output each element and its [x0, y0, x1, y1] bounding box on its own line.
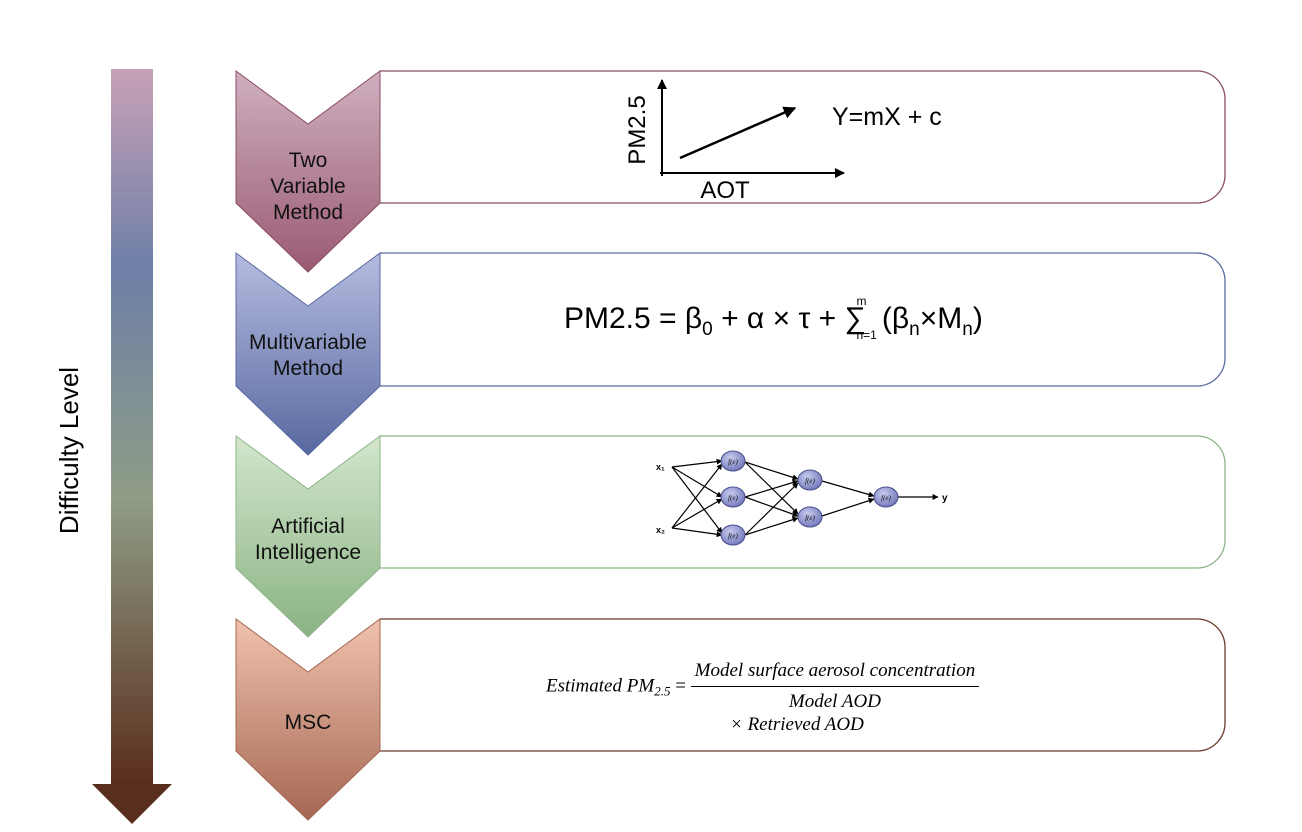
stage-label-line: Variable [270, 175, 346, 198]
nn-output-y: y [942, 493, 948, 504]
nn-node-label: f(e) [728, 494, 738, 502]
nn-node-label: f(e) [805, 477, 815, 485]
msc-times-line: × Retrieved AOD [730, 714, 864, 736]
nn-node [720, 486, 746, 508]
msc-times-text: × Retrieved AOD [730, 714, 864, 735]
nn-node [720, 450, 746, 472]
neural-network [671, 458, 939, 538]
stage-label-two-variable: Two Variable Method [234, 148, 382, 226]
sum-bottom: n=1 [856, 328, 877, 342]
stage-chevron-multivariable [235, 252, 381, 456]
difficulty-level-text: Difficulty Level [54, 366, 85, 534]
stage-chevron-msc [235, 618, 381, 821]
term-times: ×M [919, 302, 963, 335]
stage-box-msc [380, 618, 1226, 752]
mini-chart-trend-line [679, 106, 797, 160]
stage-label-line: Artificial [271, 515, 345, 538]
msc-lhs-sub: 2.5 [654, 683, 671, 699]
summation: ∑m n=1 [844, 294, 877, 342]
msc-denominator: Model AOD [788, 691, 881, 712]
nn-input-x1: x₁ [656, 462, 665, 472]
formula-sub0: 0 [702, 319, 713, 340]
term-close: ) [972, 302, 983, 335]
stage-label-line: Method [272, 201, 344, 224]
nn-node [797, 469, 823, 491]
sum-symbol: ∑ [844, 302, 866, 335]
nn-node-label: f(e) [728, 458, 738, 466]
nn-node-label: f(e) [881, 494, 891, 502]
stage-label-line: Multivariable [249, 331, 367, 354]
msc-formula: Estimated PM2.5 = Model surface aerosol … [546, 660, 980, 713]
stage-label-line: Intelligence [254, 541, 362, 564]
stage-label-msc: MSC [234, 710, 382, 736]
stage-label-ai: Artificial Intelligence [234, 514, 382, 566]
stage-chevron-two-variable [235, 70, 381, 273]
nn-input-x2: x₂ [656, 525, 665, 535]
nn-node-label: f(e) [728, 532, 738, 540]
msc-numerator: Model surface aerosol concentration [690, 660, 980, 687]
stage-chevron-ai [235, 435, 381, 638]
sum-top: m [856, 294, 867, 308]
msc-equals: = [670, 675, 691, 697]
term-sub-n2: n [962, 319, 973, 340]
stage-label-line: Method [272, 357, 344, 380]
neural-network-nodes [720, 450, 899, 546]
stage-box-ai [380, 435, 1226, 569]
stage-box-multivariable [380, 252, 1226, 387]
difficulty-arrow-head [92, 784, 172, 824]
msc-lhs: Estimated PM [546, 675, 655, 697]
nn-node-label: f(e) [805, 514, 815, 522]
nn-node [720, 524, 746, 546]
linear-equation: Y=mX + c [832, 103, 942, 131]
term-sub-n: n [909, 319, 920, 340]
formula-mid: + α × τ + [712, 302, 845, 335]
stage-box-two-variable [380, 70, 1226, 204]
stage-label-multivariable: Multivariable Method [234, 330, 382, 382]
stage-label-line: MSC [284, 711, 332, 734]
formula-lhs: PM2.5 = β [564, 302, 703, 335]
mini-chart-x-label: AOT [700, 177, 750, 204]
mini-chart-y-label: PM2.5 [624, 95, 651, 164]
difficulty-arrow-shaft [111, 69, 153, 784]
nn-node [797, 506, 823, 528]
stage-label-line: Two [288, 149, 328, 172]
difficulty-level-label: Difficulty Level [40, 300, 100, 600]
term-open: (β [881, 302, 910, 335]
nn-node [873, 486, 899, 508]
